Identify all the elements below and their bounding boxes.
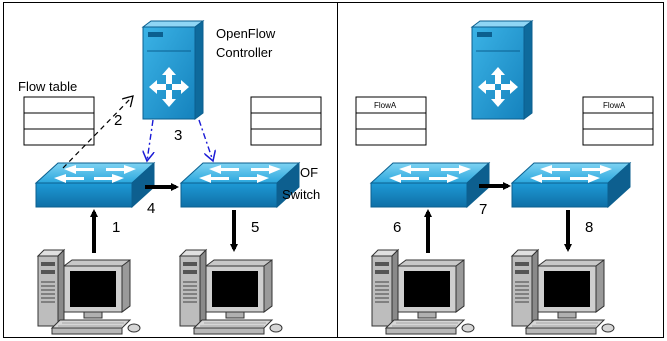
- step-number-8: 8: [585, 219, 593, 236]
- step-number-1: 1: [112, 219, 120, 236]
- step-number-5: 5: [251, 219, 259, 236]
- switch-left-icon: [35, 162, 155, 208]
- pc-right-icon: [179, 249, 283, 335]
- step-number-6: 6: [393, 219, 401, 236]
- step-number-3: 3: [174, 127, 182, 144]
- step-number-7: 7: [479, 201, 487, 218]
- right-panel-border: [337, 2, 664, 338]
- arrow-step-2: [62, 96, 133, 169]
- flow-entry-right: FlowA: [603, 101, 626, 110]
- step-number-4: 4: [147, 200, 155, 217]
- switch-right-panel-left-icon: [370, 162, 490, 208]
- switch-label-line1: OF: [300, 165, 318, 180]
- controller-label-line2: Controller: [216, 45, 273, 60]
- arrow-step-3a: [147, 119, 153, 161]
- controller-label-line1: OpenFlow: [216, 26, 276, 41]
- pc-right-panel-right-icon: [511, 249, 615, 335]
- flow-table-left: [23, 96, 95, 146]
- flow-table-right: [250, 96, 322, 146]
- arrow-step-3b: [198, 119, 213, 161]
- pc-right-panel-left-icon: [371, 249, 475, 335]
- flow-entry-left: FlowA: [374, 101, 397, 110]
- switch-label-line2: Switch: [282, 187, 320, 202]
- openflow-controller-icon-right: [471, 20, 533, 120]
- flow-table-label: Flow table: [18, 79, 77, 94]
- switch-right-panel-right-icon: [511, 162, 631, 208]
- openflow-controller-icon: [142, 20, 204, 120]
- step-number-2: 2: [114, 112, 122, 129]
- pc-left-icon: [37, 249, 141, 335]
